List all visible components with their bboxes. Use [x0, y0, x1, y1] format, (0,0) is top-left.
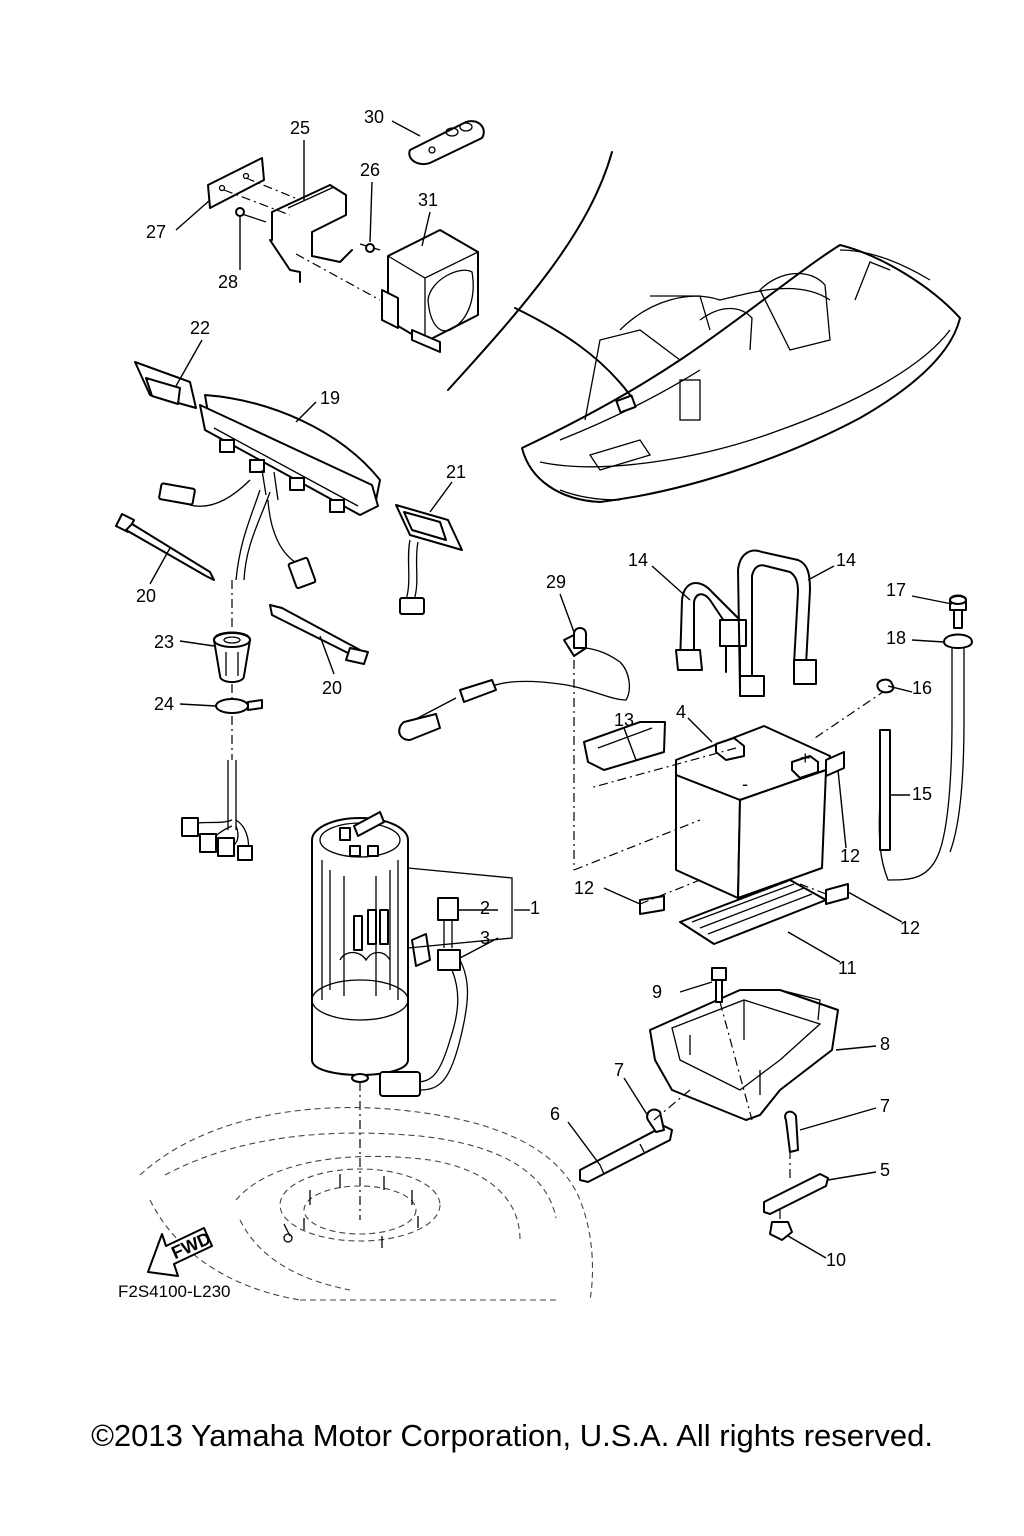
exploded-parts-diagram: - + — [115, 107, 973, 1301]
callout-18: 18 — [886, 628, 906, 648]
svg-text:-: - — [742, 774, 748, 794]
callout-27: 27 — [146, 222, 166, 242]
callout-7b: 7 — [880, 1096, 890, 1116]
leader-lines — [149, 120, 953, 1259]
vent-hose — [876, 594, 973, 881]
callout-numbers: 30 25 26 31 27 28 22 19 21 20 20 23 24 2… — [136, 107, 932, 1270]
callout-14a: 14 — [628, 550, 648, 570]
callout-20b: 20 — [322, 678, 342, 698]
callout-31: 31 — [418, 190, 438, 210]
cable-ties — [115, 513, 369, 665]
callout-14b: 14 — [836, 550, 856, 570]
callout-21: 21 — [446, 462, 466, 482]
callout-28: 28 — [218, 272, 238, 292]
watercraft-illustration — [447, 151, 961, 503]
fwd-arrow: FWD — [147, 1227, 214, 1277]
callout-12c: 12 — [900, 918, 920, 938]
callout-9: 9 — [652, 982, 662, 1002]
callout-12b: 12 — [574, 878, 594, 898]
callout-12a: 12 — [840, 846, 860, 866]
switch-bezels — [134, 361, 463, 615]
svg-text:+: + — [800, 748, 811, 768]
callout-25: 25 — [290, 118, 310, 138]
callout-4: 4 — [676, 702, 686, 722]
callout-23: 23 — [154, 632, 174, 652]
fuel-tank-outline — [139, 1106, 593, 1301]
callout-8: 8 — [880, 1034, 890, 1054]
harness-grommet-clamp — [181, 580, 263, 861]
callout-29: 29 — [546, 572, 566, 592]
battery-assembly: - + — [573, 689, 887, 945]
callout-3: 3 — [480, 928, 490, 948]
callout-13: 13 — [614, 710, 634, 730]
callout-19: 19 — [320, 388, 340, 408]
callout-5: 5 — [880, 1160, 890, 1180]
callout-1: 1 — [530, 898, 540, 918]
diagram-code-label: F2S4100-L230 — [118, 1282, 231, 1301]
battery-box — [649, 967, 839, 1121]
remote-fob-part — [408, 120, 485, 166]
callout-16: 16 — [912, 678, 932, 698]
callout-6: 6 — [550, 1104, 560, 1124]
fuel-pump-assembly — [311, 811, 513, 1220]
callout-10: 10 — [826, 1250, 846, 1270]
copyright-notice: ©2013 Yamaha Motor Corporation, U.S.A. A… — [91, 1418, 933, 1453]
callout-15: 15 — [912, 784, 932, 804]
callout-20a: 20 — [136, 586, 156, 606]
callout-22: 22 — [190, 318, 210, 338]
callout-11: 11 — [838, 958, 857, 978]
ecu-bracket-assembly — [207, 157, 479, 353]
callout-7a: 7 — [614, 1060, 624, 1080]
multifunction-meter — [158, 394, 381, 590]
callout-24: 24 — [154, 694, 174, 714]
callout-26: 26 — [360, 160, 380, 180]
battery-bands — [675, 549, 817, 697]
mount-brackets — [579, 1089, 829, 1241]
callout-2: 2 — [480, 898, 490, 918]
callout-17: 17 — [886, 580, 906, 600]
sensor-lead — [398, 627, 631, 870]
callout-30: 30 — [364, 107, 384, 127]
